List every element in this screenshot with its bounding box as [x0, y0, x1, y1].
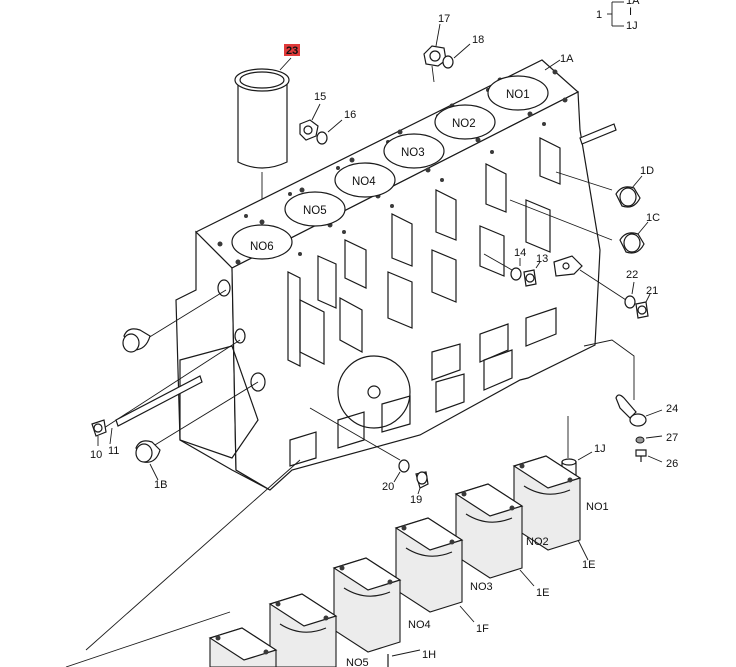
callout-20: 20	[382, 481, 394, 493]
legend-mid-label: I	[629, 6, 632, 18]
bore-no5	[284, 191, 346, 227]
legend-top-label: 1A	[626, 0, 640, 7]
callout-1E: 1E	[536, 587, 549, 599]
bearing-cap-no2[interactable]: NO2	[454, 483, 549, 579]
callout-26: 26	[666, 458, 678, 470]
washer-20[interactable]	[309, 407, 410, 483]
callout-1C: 1C	[646, 212, 660, 224]
callout-19: 19	[410, 494, 422, 506]
bore-label-no3: NO3	[401, 147, 425, 159]
plug-1D[interactable]	[555, 171, 643, 208]
bore-label-no4: NO4	[352, 176, 376, 188]
bore-no1	[487, 75, 549, 111]
cap-label-no5: NO5	[346, 657, 369, 667]
leader-bracket-24	[583, 339, 635, 400]
cover-plate[interactable]	[553, 255, 627, 301]
washer-22[interactable]	[624, 281, 636, 309]
bearing-cap-no6[interactable]	[208, 627, 278, 667]
bore-label-no1: NO1	[506, 89, 530, 101]
callout-15: 15	[314, 91, 326, 103]
callout-13: 13	[536, 253, 548, 265]
plug-19[interactable]	[415, 471, 429, 495]
callout-11: 11	[108, 445, 119, 457]
callout-10: 10	[90, 449, 102, 461]
bearing-cap-no1[interactable]: NO1	[512, 455, 609, 551]
washer-18[interactable]	[442, 43, 471, 69]
callout-17: 17	[438, 13, 450, 25]
bore-no4	[334, 162, 396, 198]
rear-plate	[337, 355, 411, 429]
callout-18: 18	[472, 34, 484, 46]
washer-27[interactable]	[635, 435, 663, 444]
callout-16: 16	[344, 109, 356, 121]
plug-17[interactable]	[423, 23, 447, 83]
drain-plug-10[interactable]	[91, 339, 241, 446]
engine-block[interactable]: NO6 NO5 NO4 NO3 NO2 NO1	[175, 59, 601, 491]
cylinder-bores	[231, 75, 549, 260]
callout-1J: 1J	[594, 443, 606, 455]
left-expansion-plug[interactable]	[122, 289, 227, 353]
bore-label-no5: NO5	[303, 205, 327, 217]
plug-13[interactable]	[523, 261, 541, 287]
cap-bolt-1H[interactable]	[387, 649, 421, 667]
bearing-cap-no3[interactable]: NO3	[394, 517, 493, 613]
bearing-cap-no4[interactable]: NO4	[332, 557, 431, 653]
leader-1A	[544, 59, 561, 71]
washer-14[interactable]	[483, 253, 522, 281]
bore-label-no6: NO6	[250, 241, 274, 253]
callout-22: 22	[626, 269, 638, 281]
bore-no3	[383, 133, 445, 169]
callout-1H: 1H	[422, 649, 436, 661]
bolt-26[interactable]	[635, 449, 663, 463]
plug-15[interactable]	[299, 103, 321, 141]
callout-27: 27	[666, 432, 678, 444]
leader-1E-b	[519, 569, 535, 587]
dowel-pin-11[interactable]	[109, 375, 203, 445]
cap-leader-line-2	[85, 459, 301, 651]
plug-21[interactable]	[635, 293, 651, 319]
callout-24: 24	[666, 403, 678, 415]
callout-14: 14	[514, 247, 526, 259]
washer-16[interactable]	[316, 119, 343, 145]
callout-1A: 1A	[560, 53, 574, 65]
dowel-1J[interactable]	[561, 416, 593, 477]
legend-bottom-label: 1J	[626, 20, 638, 32]
leader-1E	[577, 539, 589, 561]
oil-jet-24[interactable]	[615, 394, 663, 427]
callout-23: 23	[286, 45, 298, 57]
bore-no6	[231, 224, 293, 260]
cap-leader-line	[65, 611, 231, 667]
callout-1F: 1F	[476, 623, 489, 635]
callout-1B: 1B	[154, 479, 167, 491]
callout-labels: 17 18 1A 15 16 1D 1C 14 13 22 21 24 27 2…	[90, 13, 678, 661]
legend-bracket: 1 1A I 1J	[596, 0, 640, 32]
leader-1F	[459, 605, 475, 623]
cap-label-no2: NO2	[526, 536, 549, 548]
callout-23-highlight: 23	[284, 44, 300, 57]
callout-1E-top: 1E	[582, 559, 595, 571]
dowel-pin-right[interactable]	[579, 123, 617, 145]
cap-label-no1: NO1	[586, 501, 609, 513]
plug-1C[interactable]	[509, 199, 649, 254]
callout-1D: 1D	[640, 165, 654, 177]
cap-label-no3: NO3	[470, 581, 493, 593]
legend-main-label: 1	[596, 9, 602, 21]
oil-gallery-plug-1B[interactable]	[135, 381, 259, 481]
bore-no2	[434, 104, 496, 140]
bore-label-no2: NO2	[452, 118, 476, 130]
cap-label-no4: NO4	[408, 619, 431, 631]
bearing-cap-no5[interactable]: NO5	[268, 593, 369, 667]
block-ribs	[287, 137, 561, 467]
callout-21: 21	[646, 285, 658, 297]
